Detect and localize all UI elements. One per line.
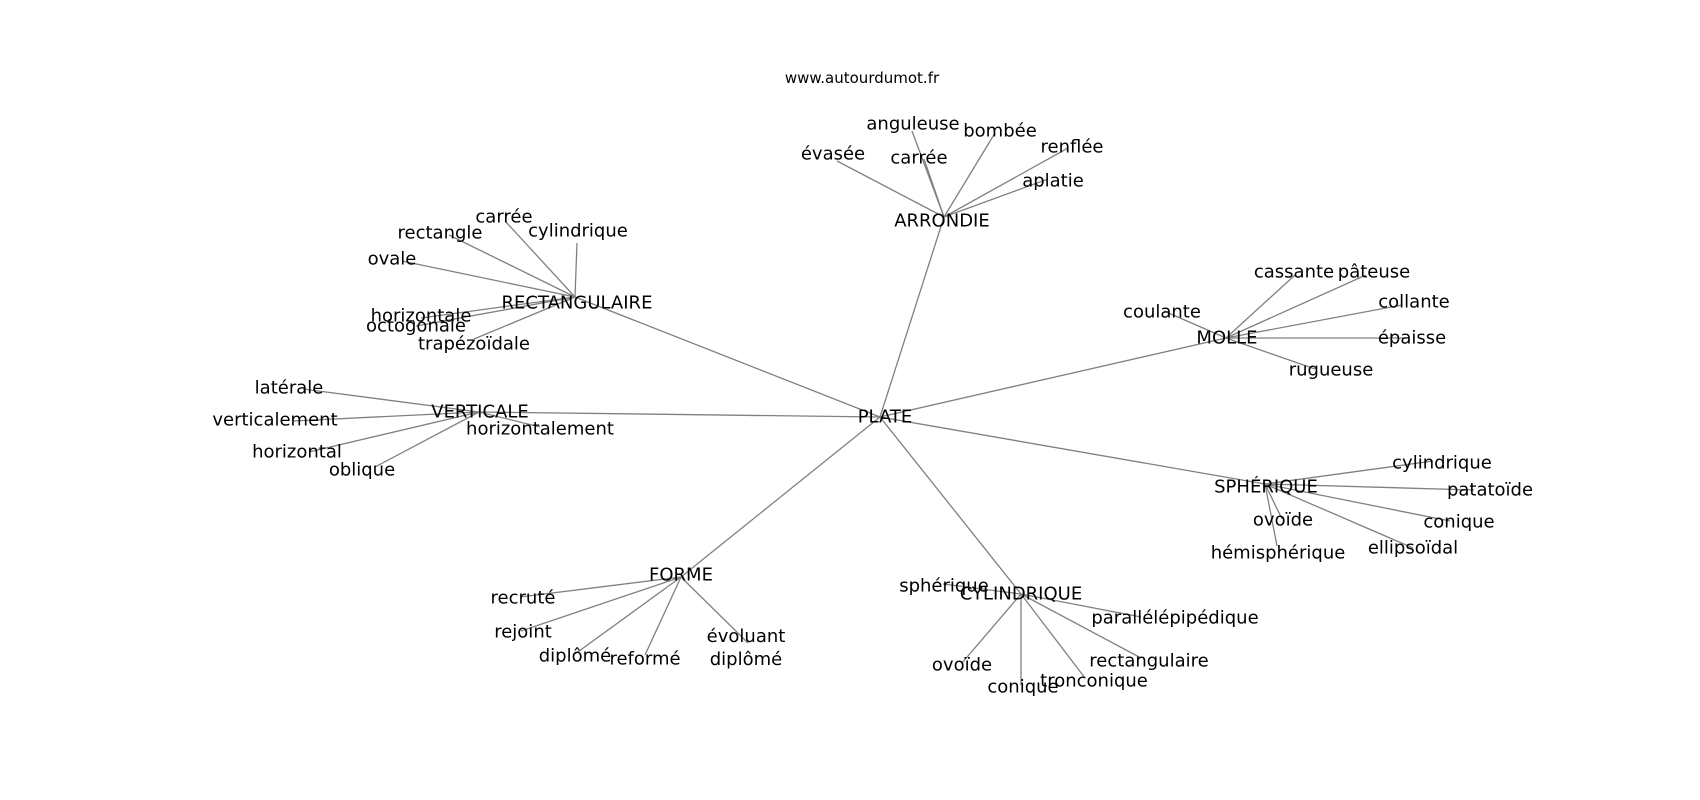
node-verticale: VERTICALE (431, 402, 528, 423)
leaf-spherique-2: ovoïde (1253, 510, 1313, 531)
node-cylindrique: CYLINDRIQUE (960, 584, 1082, 605)
edge-cylindrique-5 (1020, 593, 1086, 679)
edge-spherique-4 (1264, 483, 1278, 547)
leaf-forme-3: reformé (609, 649, 680, 670)
leaf-rectangulaire-0: carrée (475, 207, 532, 228)
edge-plate-rectangulaire (574, 296, 881, 418)
edge-arrondie-4 (943, 147, 1069, 218)
leaf-verticale-0: latérale (255, 378, 324, 399)
edge-plate-verticale (478, 411, 881, 418)
leaf-cylindrique-3: rectangulaire (1089, 651, 1208, 672)
edge-cylindrique-1 (1020, 593, 1142, 618)
source-label: www.autourdumot.fr (785, 69, 940, 87)
edge-forme-2 (574, 576, 682, 655)
leaf-cylindrique-1: parallélépipédique (1091, 608, 1258, 629)
edge-arrondie-0 (836, 160, 945, 218)
graph-edges (292, 130, 1475, 685)
leaf-verticale-2: horizontal (252, 442, 342, 463)
leaf-molle-4: épaisse (1378, 328, 1446, 349)
edge-verticale-3 (374, 411, 480, 468)
leaf-molle-1: pâteuse (1338, 262, 1410, 283)
edge-molle-3 (1225, 304, 1403, 339)
edge-spherique-5 (1264, 483, 1414, 549)
leaf-forme-1: rejoint (494, 622, 552, 643)
edge-cylindrique-2 (961, 593, 1022, 664)
leaf-cylindrique-4: conique (987, 677, 1058, 698)
edge-rectangulaire-6 (473, 296, 576, 340)
leaf-verticale-1: verticalement (212, 410, 337, 431)
edge-rectangulaire-3 (401, 260, 576, 298)
edge-rectangulaire-0 (505, 221, 576, 298)
leaf-rectangulaire-3: ovale (368, 249, 417, 270)
leaf-verticale-3: oblique (329, 460, 395, 481)
leaf-arrondie-4: renflée (1041, 137, 1104, 158)
leaf-spherique-4: hémisphérique (1211, 543, 1346, 564)
leaf-cylindrique-5: tronconique (1040, 671, 1148, 692)
edge-rectangulaire-2 (574, 242, 578, 298)
leaf-molle-3: collante (1378, 292, 1449, 313)
edge-plate-molle (879, 337, 1227, 418)
leaf-molle-2: coulante (1123, 302, 1201, 323)
edge-molle-0 (1225, 274, 1296, 339)
node-spherique: SPHÉRIQUE (1214, 476, 1318, 498)
leaf-spherique-1: patatoïde (1447, 480, 1533, 501)
edge-verticale-0 (302, 388, 480, 413)
leaf-forme-0: recruté (491, 588, 556, 609)
leaf-molle-5: rugueuse (1289, 360, 1374, 381)
edge-spherique-2 (1264, 483, 1283, 520)
leaf-verticale-4: horizontalement (466, 419, 614, 440)
edge-molle-1 (1225, 274, 1367, 339)
leaf-rectangulaire-1: rectangle (398, 223, 483, 244)
leaf-arrondie-2: carrée (890, 148, 947, 169)
edge-verticale-4 (478, 411, 541, 428)
edge-spherique-0 (1264, 460, 1434, 485)
node-molle: MOLLE (1196, 328, 1257, 349)
edge-rectangulaire-5 (415, 296, 576, 327)
edge-arrondie-2 (923, 158, 945, 218)
leaf-spherique-3: conique (1423, 512, 1494, 533)
node-rectangulaire: RECTANGULAIRE (502, 293, 653, 314)
edge-forme-4 (680, 576, 749, 644)
leaf-arrondie-3: bombée (963, 121, 1037, 142)
leaf-spherique-0: cylindrique (1392, 453, 1492, 474)
edge-spherique-3 (1264, 483, 1451, 522)
edge-spherique-1 (1264, 483, 1475, 491)
node-plate: PLATE (858, 407, 913, 428)
edge-cylindrique-3 (1020, 593, 1142, 659)
node-arrondie: ARRONDIE (894, 211, 990, 232)
leaf-rectangulaire-5: octogonale (366, 316, 466, 337)
leaf-arrondie-5: aplatie (1022, 171, 1084, 192)
leaf-rectangulaire-2: cylindrique (528, 221, 628, 242)
leaf-forme-2: diplômé (539, 646, 611, 667)
edge-molle-5 (1225, 337, 1316, 370)
leaf-cylindrique-0: sphérique (899, 576, 989, 597)
edge-plate-spherique (879, 416, 1266, 485)
edge-plate-arrondie (879, 216, 945, 418)
edge-forme-1 (520, 576, 682, 632)
edge-plate-cylindrique (879, 416, 1022, 595)
edge-molle-2 (1163, 310, 1227, 339)
leaf-arrondie-0: évasée (801, 144, 865, 165)
leaf-cylindrique-2: ovoïde (932, 655, 992, 676)
edge-plate-forme (680, 416, 881, 578)
edge-forme-3 (644, 576, 682, 656)
node-forme: FORME (649, 565, 713, 586)
edge-rectangulaire-1 (448, 234, 576, 298)
edge-verticale-2 (308, 411, 480, 453)
edge-rectangulaire-4 (420, 296, 576, 319)
leaf-spherique-5: ellipsoïdal (1368, 538, 1458, 559)
edge-verticale-1 (292, 411, 480, 422)
leaf-rectangulaire-4: horizontale (371, 306, 472, 327)
edge-forme-0 (519, 576, 682, 598)
leaf-molle-0: cassante (1254, 262, 1334, 283)
leaf-arrondie-1: anguleuse (866, 114, 959, 135)
edge-arrondie-5 (943, 178, 1049, 218)
leaf-rectangulaire-6: trapézoïdale (418, 334, 530, 355)
edge-cylindrique-0 (942, 583, 1022, 595)
edge-arrondie-3 (943, 132, 996, 218)
